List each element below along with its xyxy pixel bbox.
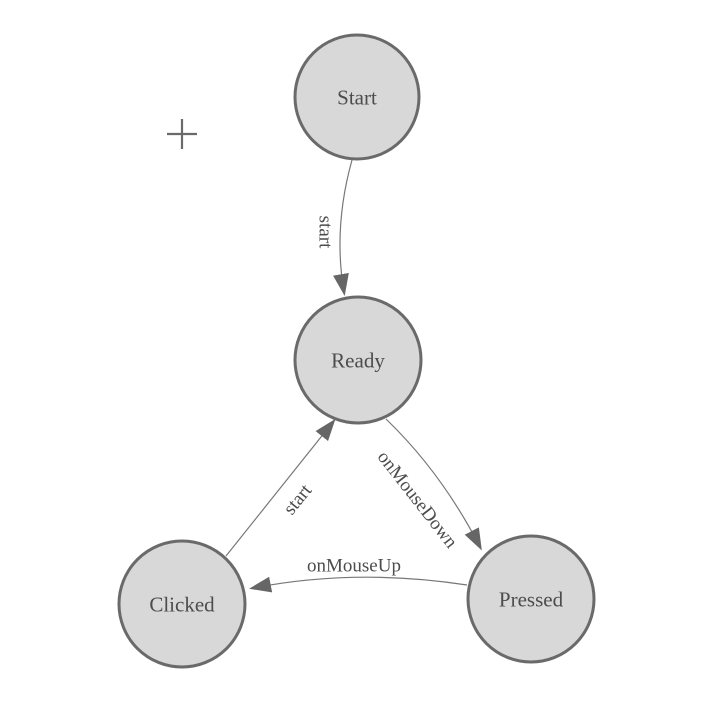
edge-start-to-ready[interactable]: start [314,159,353,296]
state-label: Ready [331,348,385,372]
state-label: Pressed [499,587,564,611]
state-circle[interactable] [466,534,596,664]
state-circle[interactable] [293,295,423,425]
edge-label: start [314,216,335,249]
node-clicked[interactable]: Clicked [117,539,247,669]
edge-label: onMouseDown [373,447,462,553]
edge-pressed-to-clicked[interactable]: onMouseUp [249,556,468,593]
crosshair-icon [167,119,197,149]
node-ready[interactable]: Ready [293,295,423,425]
node-pressed[interactable]: Pressed [466,534,596,664]
state-label: Start [337,85,377,109]
edge-line[interactable] [333,159,353,296]
edge-label: start [279,480,316,519]
edge-clicked-to-ready[interactable]: start [225,418,336,557]
state-circle[interactable] [117,539,247,669]
edge-line[interactable] [225,418,336,557]
edge-ready-to-pressed[interactable]: onMouseDown [373,418,482,553]
edge-label: onMouseUp [307,556,401,577]
state-label: Clicked [149,592,215,616]
edge-line[interactable] [385,418,482,551]
edge-line[interactable] [249,576,468,593]
node-start[interactable]: Start [293,33,421,161]
state-circle[interactable] [293,33,421,161]
